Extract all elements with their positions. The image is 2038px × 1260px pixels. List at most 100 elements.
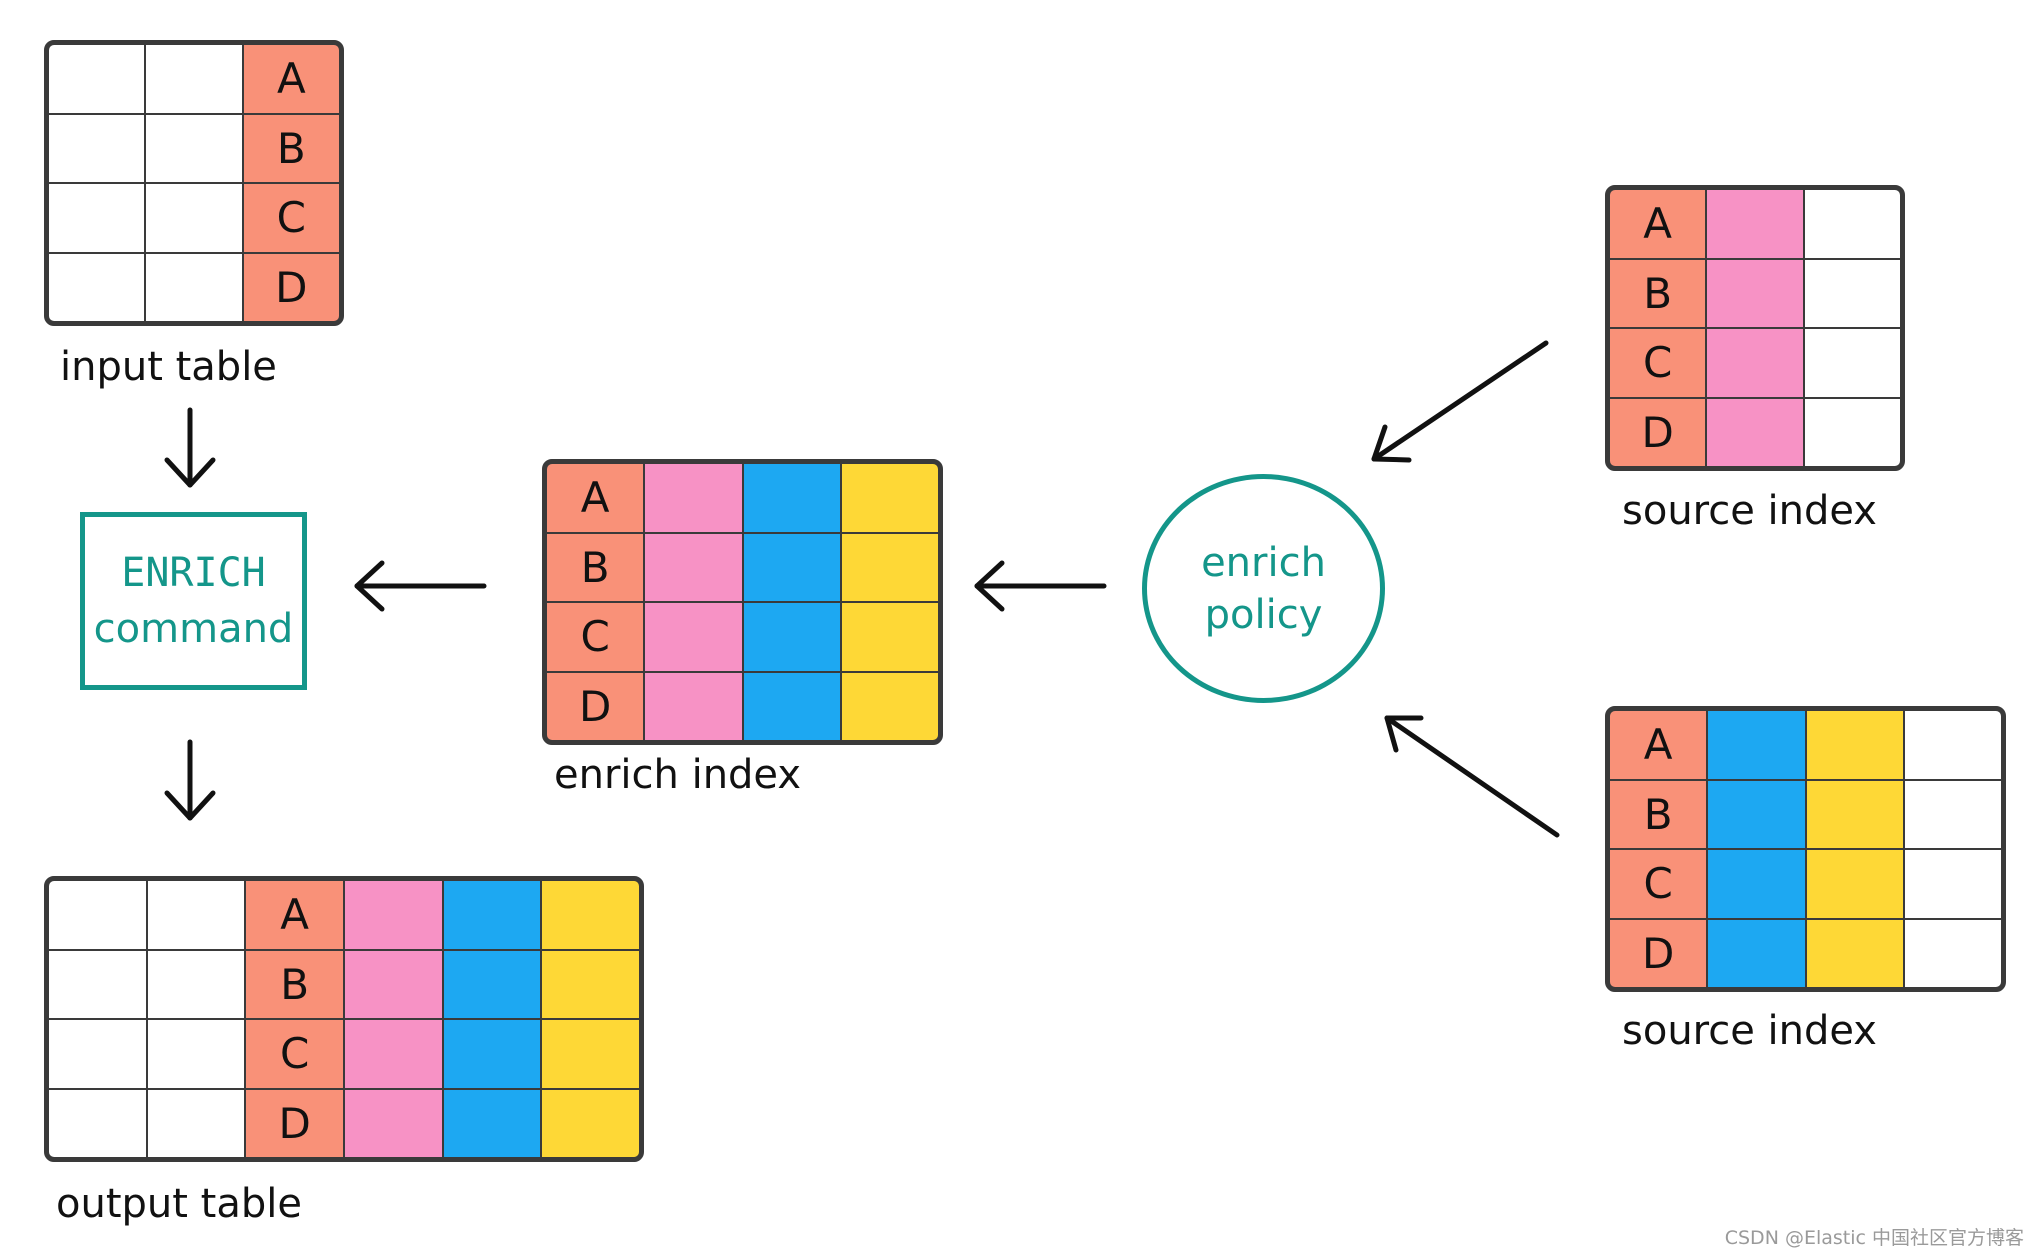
blue-cell (743, 603, 840, 671)
arrow-input-to-command (164, 407, 216, 488)
empty-cell (1904, 919, 2001, 987)
empty-cell (146, 184, 242, 252)
key-cell-b: B (243, 114, 339, 182)
key-cell-a: A (547, 464, 644, 532)
empty-cell (146, 253, 242, 321)
enrich-command-box: ENRICH command (80, 512, 307, 690)
enrich-command-text: command (93, 606, 294, 652)
yellow-cell (841, 533, 938, 601)
key-cell-a: A (1610, 190, 1706, 258)
pink-cell (645, 464, 742, 532)
key-cell-b: B (547, 533, 644, 601)
enrich-policy-circle: enrich policy (1142, 474, 1385, 703)
empty-cell (1904, 711, 2001, 779)
empty-cell (1804, 190, 1900, 258)
empty-cell (1904, 850, 2001, 918)
key-cell-a: A (1610, 711, 1707, 779)
key-cell-d: D (547, 672, 644, 740)
empty-cell (49, 184, 145, 252)
empty-cell (147, 1020, 245, 1088)
key-cell-c: C (246, 1020, 343, 1088)
yellow-cell (542, 950, 639, 1018)
blue-cell (1708, 780, 1805, 848)
pink-cell (344, 1089, 442, 1157)
yellow-cell (542, 1020, 639, 1088)
yellow-cell (542, 881, 639, 949)
input-table-label: input table (60, 344, 277, 390)
source-index-label-1: source index (1622, 488, 1877, 534)
yellow-cell (841, 464, 938, 532)
pink-cell (344, 950, 442, 1018)
key-cell-b: B (1610, 259, 1706, 327)
pink-cell (1707, 190, 1803, 258)
key-cell-c: C (243, 184, 339, 252)
pink-cell (645, 603, 742, 671)
source-index-label-2: source index (1622, 1008, 1877, 1054)
arrow-enrich-index-to-command (354, 560, 487, 612)
key-cell-b: B (1610, 780, 1707, 848)
arrow-policy-to-enrich-index (974, 560, 1107, 612)
arrow-source1-to-policy (1371, 340, 1549, 463)
empty-cell (49, 1089, 146, 1157)
blue-cell (743, 464, 840, 532)
blue-cell (443, 881, 541, 949)
pink-cell (1707, 259, 1803, 327)
pink-cell (1707, 398, 1803, 466)
enrich-policy-line2: policy (1204, 591, 1323, 638)
key-cell-d: D (246, 1089, 343, 1157)
key-cell-c: C (547, 603, 644, 671)
empty-cell (49, 1020, 146, 1088)
output-table-label: output table (56, 1181, 302, 1227)
blue-cell (443, 1089, 541, 1157)
pink-cell (344, 1020, 442, 1088)
yellow-cell (1806, 850, 1903, 918)
watermark: CSDN @Elastic 中国社区官方博客 (1724, 1227, 2024, 1249)
enrich-policy-line1: enrich (1201, 539, 1326, 586)
yellow-cell (1806, 780, 1903, 848)
key-cell-b: B (246, 950, 343, 1018)
yellow-cell (1806, 919, 1903, 987)
yellow-cell (841, 672, 938, 740)
key-cell-c: C (1610, 850, 1707, 918)
key-cell-d: D (243, 253, 339, 321)
pink-cell (344, 881, 442, 949)
enrich-index-label: enrich index (554, 752, 802, 798)
empty-cell (49, 114, 145, 182)
pink-cell (645, 533, 742, 601)
empty-cell (49, 881, 146, 949)
empty-cell (49, 45, 145, 113)
pink-cell (1707, 329, 1803, 397)
yellow-cell (841, 603, 938, 671)
key-cell-a: A (246, 881, 343, 949)
pink-cell (645, 672, 742, 740)
empty-cell (1904, 780, 2001, 848)
empty-cell (146, 45, 242, 113)
blue-cell (1708, 919, 1805, 987)
empty-cell (1804, 259, 1900, 327)
empty-cell (147, 1089, 245, 1157)
key-cell-d: D (1610, 398, 1706, 466)
blue-cell (1708, 711, 1805, 779)
yellow-cell (542, 1089, 639, 1157)
key-cell-a: A (243, 45, 339, 113)
empty-cell (1804, 329, 1900, 397)
enrich-command-keyword: ENRICH (121, 550, 266, 596)
blue-cell (1708, 850, 1805, 918)
empty-cell (49, 950, 146, 1018)
empty-cell (147, 881, 245, 949)
yellow-cell (1806, 711, 1903, 779)
arrow-source2-to-policy (1384, 715, 1560, 838)
blue-cell (743, 672, 840, 740)
blue-cell (743, 533, 840, 601)
arrow-command-to-output (164, 739, 216, 821)
empty-cell (1804, 398, 1900, 466)
key-cell-c: C (1610, 329, 1706, 397)
empty-cell (49, 253, 145, 321)
empty-cell (146, 114, 242, 182)
